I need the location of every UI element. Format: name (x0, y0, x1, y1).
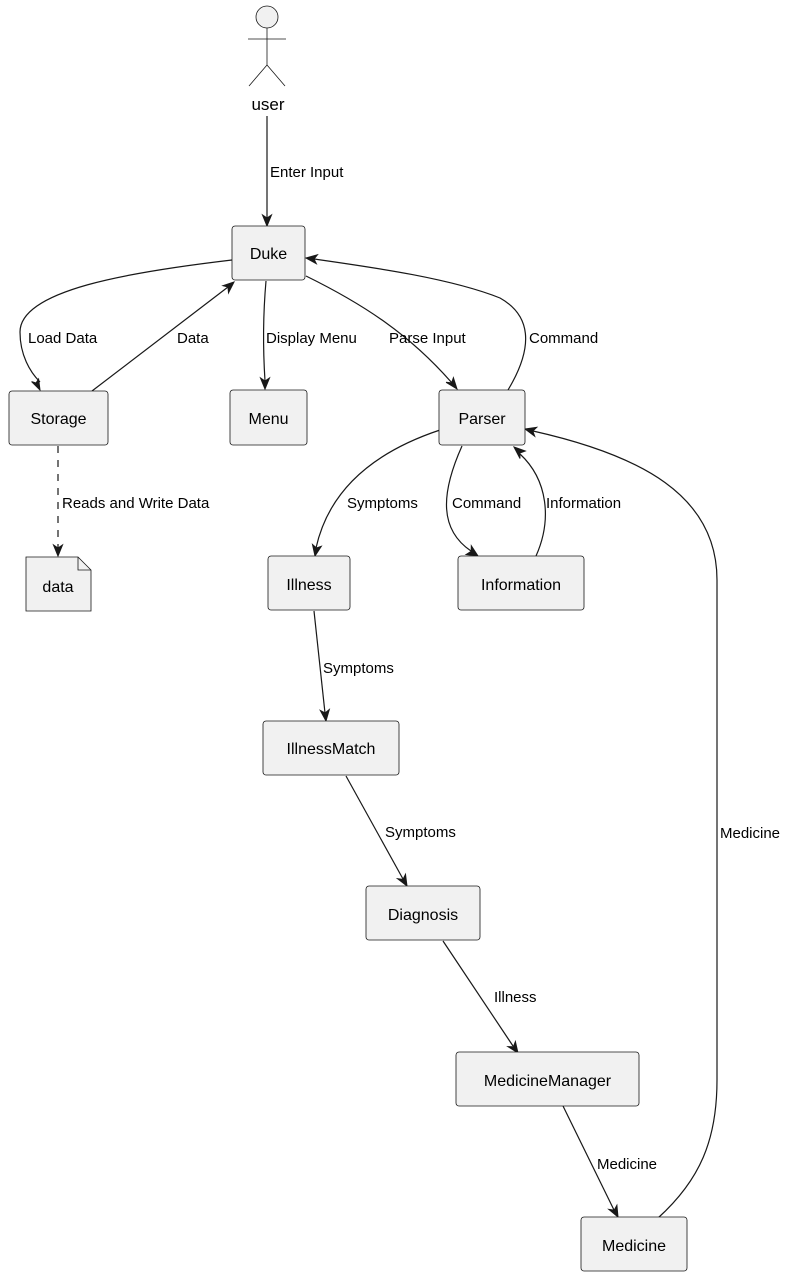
node-menu[interactable]: Menu (229, 389, 308, 446)
edge-line (532, 430, 718, 1219)
node-illness[interactable]: Illness (267, 555, 351, 611)
node-box (267, 555, 351, 611)
edge-line (345, 775, 404, 880)
edge-information-parser: Information (512, 446, 621, 557)
node-label: Duke (250, 246, 287, 263)
edge-line (305, 275, 453, 384)
node-diagnosis[interactable]: Diagnosis (365, 885, 481, 941)
edge-label: Medicine (720, 825, 780, 842)
arrowhead (506, 1039, 519, 1055)
node-box (457, 555, 585, 611)
actor-head (255, 5, 279, 29)
node-box (438, 389, 526, 446)
edge-label: Symptoms (385, 824, 456, 841)
edge-label: Load Data (28, 330, 98, 347)
node-label: Diagnosis (388, 907, 458, 924)
edge-duke-storage: Load Data (19, 259, 233, 392)
node-label: Illness (286, 577, 331, 594)
edge-label: Symptoms (323, 660, 394, 677)
edge-illnessmatch-diagnosis: Symptoms (345, 775, 456, 888)
node-storage[interactable]: Storage (8, 390, 109, 446)
edge-line (562, 1105, 615, 1211)
node-box (229, 389, 308, 446)
edge-duke-menu: Display Menu (259, 280, 357, 391)
edge-line (313, 258, 527, 391)
edge-duke-parser: Parse Input (305, 275, 467, 391)
node-medicinemanager[interactable]: MedicineManager (455, 1051, 640, 1107)
arrowhead (445, 376, 458, 391)
node-label: Storage (30, 411, 86, 428)
arrowhead (512, 446, 527, 459)
edge-label: Data (177, 330, 209, 347)
node-information[interactable]: Information (457, 555, 585, 611)
node-box (580, 1216, 688, 1272)
edge-parser-duke: Command (304, 253, 598, 391)
node-medicine[interactable]: Medicine (580, 1216, 688, 1272)
arrowhead (464, 544, 480, 557)
edge-line (446, 445, 472, 552)
node-label: data (42, 579, 73, 596)
edge-medicinemanager-medicine: Medicine (562, 1105, 657, 1219)
node-data-file[interactable]: data (25, 556, 92, 612)
edge-line (315, 429, 441, 549)
edge-label: Enter Input (270, 164, 344, 181)
actor-left-leg (248, 64, 268, 87)
actor-right-leg (266, 64, 286, 87)
edge-label: Information (546, 495, 621, 512)
arrowhead (52, 543, 64, 558)
node-box (262, 720, 400, 776)
edge-line (313, 610, 326, 714)
node-box (365, 885, 481, 941)
arrowhead (395, 872, 408, 888)
node-illnessmatch[interactable]: IllnessMatch (262, 720, 400, 776)
edge-label: Medicine (597, 1156, 657, 1173)
node-label: Parser (458, 411, 506, 428)
edge-illness-illnessmatch: Symptoms (313, 610, 394, 723)
node-label: Medicine (602, 1238, 666, 1255)
node-label: Information (481, 577, 561, 594)
arrowhead (261, 213, 273, 228)
edge-parser-information: Command (446, 445, 521, 557)
edge-diagnosis-medicinemanager: Illness (442, 940, 537, 1055)
arrowhead (523, 426, 539, 438)
arrowhead (311, 543, 323, 558)
node-box (8, 390, 109, 446)
node-duke[interactable]: Duke (231, 225, 306, 281)
arrowhead (304, 253, 319, 265)
edge-line (19, 259, 233, 383)
edge-label: Command (452, 495, 521, 512)
node-parser[interactable]: Parser (438, 389, 526, 446)
edge-line (263, 280, 267, 382)
node-box (455, 1051, 640, 1107)
arrowhead (221, 281, 236, 295)
arrowhead (319, 708, 331, 723)
edge-label: Reads and Write Data (62, 495, 210, 512)
file-shape (25, 556, 92, 612)
edge-parser-illness: Symptoms (311, 429, 441, 558)
edge-label: Parse Input (389, 330, 467, 347)
edge-line (91, 286, 229, 392)
arrowhead (607, 1203, 619, 1219)
node-label: MedicineManager (484, 1073, 612, 1090)
edge-line (442, 940, 514, 1047)
edge-user-duke: Enter Input (261, 116, 344, 228)
actor-user[interactable]: user (248, 5, 286, 114)
edge-label: Symptoms (347, 495, 418, 512)
edge-label: Illness (494, 989, 537, 1006)
edge-label: Command (529, 330, 598, 347)
node-label: Menu (248, 411, 288, 428)
edge-label: Display Menu (266, 330, 357, 347)
edge-storage-duke: Data (91, 281, 236, 392)
edge-line (519, 453, 546, 557)
edge-medicine-parser: Medicine (523, 426, 780, 1219)
node-label: IllnessMatch (287, 741, 376, 758)
arrowhead (259, 376, 271, 391)
actor-label: user (251, 95, 284, 114)
node-box (231, 225, 306, 281)
file-fold (77, 557, 91, 571)
edge-storage-data: Reads and Write Data (52, 446, 210, 558)
arrowhead (31, 377, 41, 392)
